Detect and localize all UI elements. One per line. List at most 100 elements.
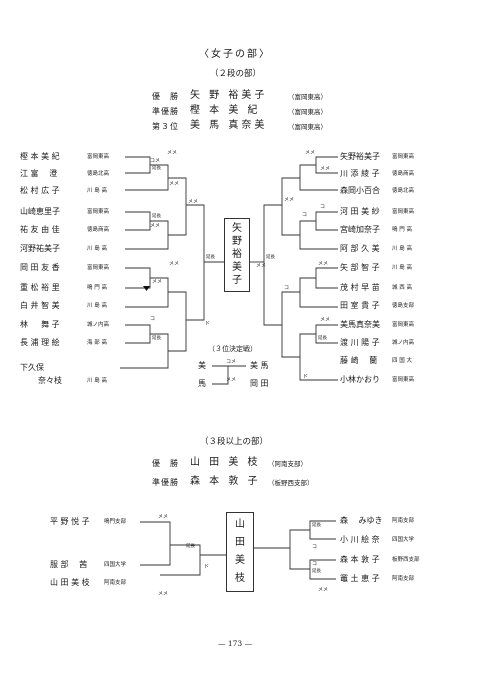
player-school: 四国大学 <box>392 537 415 543</box>
third-place-winner: 美 馬 <box>250 361 269 370</box>
player-school: 富岡東高 <box>392 209 415 215</box>
player-name: 松 村 広 子 <box>20 186 60 195</box>
player-name: 田 室 貴 子 <box>340 301 380 310</box>
mark: メメ <box>150 223 161 229</box>
player-school: 川 島 高 <box>87 246 107 252</box>
player-school: 鳴 門 高 <box>87 285 107 291</box>
player-name: 渡 川 陽 子 <box>340 338 380 347</box>
player-school: 阿南支部 <box>104 580 127 586</box>
player-name: 服 部 茜 <box>50 560 88 569</box>
third-place-bottom: 馬 <box>198 379 206 388</box>
player-school: 徳島商高 <box>87 227 110 233</box>
mark: メメ <box>188 199 199 205</box>
player-school: 阿南支部 <box>392 518 415 524</box>
mark: ド <box>204 564 210 570</box>
player-school: 鳴門支部 <box>104 519 127 525</box>
player-school: 板野西支部 <box>392 557 420 563</box>
mark: コメ <box>226 359 237 365</box>
player-school: 城 西 高 <box>392 285 412 291</box>
player-name: 重 松 裕 里 <box>20 283 60 292</box>
mark: ド <box>205 321 211 327</box>
women-title: 〈女子の部〉 <box>199 49 271 60</box>
mark: コ <box>320 204 326 210</box>
mark: 延長 <box>312 569 321 574</box>
result-label: 優 勝 <box>152 92 179 101</box>
result-name: 美 馬 真奈美 <box>190 120 268 131</box>
champion-char: 野 <box>232 236 242 247</box>
champion-char: 美 <box>232 262 242 273</box>
player-school: 富岡東高 <box>87 154 110 160</box>
player-name: 祐 友 由 佳 <box>20 225 60 234</box>
player-name: 美馬真奈美 <box>340 320 380 329</box>
mark: 延長 <box>318 336 327 341</box>
player-name: 山 田 美 枝 <box>50 578 90 587</box>
mark: メメ <box>318 587 329 593</box>
player-name: 阿 部 久 美 <box>340 244 380 253</box>
result-school: （板野西支部） <box>268 479 314 487</box>
mark: メメ <box>320 166 331 172</box>
women-champion-box: 矢 野 裕 美 子 <box>224 218 250 292</box>
result-school: （富岡東高） <box>288 123 327 131</box>
player-school: 川 島 高 <box>392 246 412 252</box>
mark: 延長 <box>186 544 195 549</box>
champion-char: 子 <box>232 275 242 286</box>
player-name: 小林かおり <box>340 375 380 384</box>
player-name: 矢野裕美子 <box>340 152 380 161</box>
mark: メメ <box>226 377 237 383</box>
result-name: 山 田 美 枝 <box>190 457 261 468</box>
champion-char: 美 <box>235 555 245 566</box>
player-name: 平 野 悦 子 <box>50 517 90 526</box>
mark: ド <box>303 374 309 380</box>
champion-char: 山 <box>235 519 245 530</box>
player-school: 鳴 門 高 <box>392 227 412 233</box>
player-school: 川 島 高 <box>87 188 107 194</box>
result-label: 優 勝 <box>152 459 179 468</box>
mark: メメ <box>158 591 169 597</box>
player-name: 森岡小百合 <box>340 186 380 195</box>
player-school: 川 島 高 <box>87 378 107 384</box>
mark: コ <box>312 544 318 550</box>
mark: メメ <box>284 197 295 203</box>
marker-triangle <box>143 286 150 291</box>
player-school: 四 国 大 <box>392 358 412 364</box>
result-school: （富岡東高） <box>288 93 327 101</box>
player-school: 徳島北高 <box>392 188 415 194</box>
women-dan2-subtitle: （２段の部） <box>210 69 262 79</box>
result-label: 準優勝 <box>152 478 179 487</box>
mark: メメ <box>169 261 180 267</box>
player-name: 江 富 澄 <box>20 169 58 178</box>
mark: メメ <box>169 181 180 187</box>
champion-char: 枝 <box>235 573 245 584</box>
player-school: 川 島 高 <box>392 265 412 271</box>
player-name: 森 本 敦 子 <box>340 555 380 564</box>
mark: メメ <box>256 263 267 269</box>
player-name: 白 井 智 美 <box>20 301 60 310</box>
dan3-champion-box: 山 田 美 枝 <box>226 512 254 592</box>
mark: メメ <box>167 150 178 156</box>
player-school: 海 部 高 <box>87 340 107 346</box>
player-school: 富岡東高 <box>87 209 110 215</box>
mark: メメ <box>318 261 329 267</box>
player-name: 岡 田 友 香 <box>20 263 60 272</box>
mark: 延長 <box>152 336 161 341</box>
mark: コ <box>312 561 318 567</box>
player-name: 森 みゆき <box>340 516 383 525</box>
champion-char: 裕 <box>232 249 242 260</box>
player-school: 徳島北高 <box>87 171 110 177</box>
player-name: 長 浦 理 絵 <box>20 338 60 347</box>
player-name: 矢 部 智 子 <box>340 263 380 272</box>
player-name: 小 川 絵 奈 <box>340 535 380 544</box>
player-name: 茂 村 早 苗 <box>340 283 380 292</box>
player-school: 四国大学 <box>104 562 127 568</box>
player-name: 藤 崎 蘭 <box>340 356 378 365</box>
page-number: — 173 — <box>218 639 253 648</box>
third-place-label: （３位決定戦） <box>208 345 257 353</box>
player-name: 下久保 <box>20 363 44 372</box>
player-school: 川 島 高 <box>87 303 107 309</box>
mark: コ <box>284 285 290 291</box>
mark: コ <box>302 212 308 218</box>
mark: メメ <box>158 514 169 520</box>
player-school: 徳島支部 <box>392 303 415 309</box>
third-place-loser: 岡 田 <box>250 379 269 388</box>
